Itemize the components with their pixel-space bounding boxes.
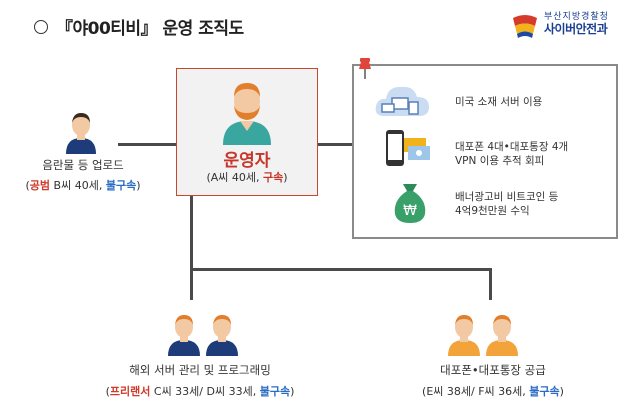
supply-team-status: 불구속 <box>529 385 560 398</box>
operator-person-icon <box>223 83 271 145</box>
info-item-phone: 대포폰 4대•대포통장 4개 VPN 이용 추적 회피 <box>455 140 568 168</box>
operator-detail-close: ) <box>283 171 288 184</box>
server-team-role: 프리랜서 <box>109 385 151 398</box>
uploader-close: ) <box>136 179 141 192</box>
money-bag-icon: ₩ <box>394 184 426 223</box>
server-team-detail: (프리랜서 C씨 33세/ D씨 33세, 불구속) <box>60 383 340 399</box>
connector-info <box>318 143 352 146</box>
circle-bullet-icon <box>34 19 48 34</box>
supply-team-open: (E씨 38세/ F씨 36세, <box>422 385 530 398</box>
uploader-label: 음란물 등 업로드 <box>42 158 124 172</box>
operator-detail: (A씨 40세, 구속) <box>177 169 317 185</box>
uploader-accomplice: 공범 <box>29 179 51 192</box>
supply-team-person-1-icon <box>448 315 480 356</box>
server-team-open: ( <box>105 385 110 398</box>
server-team-status: 불구속 <box>259 385 291 398</box>
logo-line2: 사이버안전과 <box>544 22 608 37</box>
supply-team-detail: (E씨 38세/ F씨 36세, 불구속) <box>383 383 603 399</box>
info-server-text: 미국 소재 서버 이용 <box>455 96 543 108</box>
connector-right-down <box>489 268 492 300</box>
svg-text:₩: ₩ <box>403 203 417 219</box>
supply-team-label: 대포폰•대포통장 공급 <box>440 363 546 377</box>
info-phone-line1: 대포폰 4대•대포통장 4개 <box>455 141 569 153</box>
info-money-line1: 배너광고비 비트코인 등 <box>455 191 559 203</box>
info-phone-line2: VPN 이용 추적 회피 <box>455 155 545 168</box>
operator-box: 운영자 (A씨 40세, 구속) <box>176 68 318 196</box>
uploader-open: ( <box>25 179 30 192</box>
connector-down <box>190 196 193 300</box>
uploader-person-icon <box>66 113 96 154</box>
pushpin-icon <box>359 58 371 79</box>
uploader-middle: B씨 40세, <box>50 179 106 192</box>
server-team-middle: C씨 33세/ D씨 33세, <box>150 385 260 398</box>
server-team-label: 해외 서버 관리 및 프로그래밍 <box>129 363 271 377</box>
page-title: 『야00티비』 운영 조직도 <box>56 19 244 39</box>
uploader-status: 불구속 <box>105 179 137 192</box>
operator-detail-open: (A씨 40세, <box>206 171 263 184</box>
phone-bank-icon <box>386 130 430 166</box>
server-team-person-2-icon <box>206 315 238 356</box>
info-item-money: 배너광고비 비트코인 등 4억9천만원 수익 <box>455 190 558 218</box>
supply-team-person-2-icon <box>486 315 518 356</box>
police-emblem-icon <box>513 15 537 38</box>
connector-uploader <box>118 143 176 146</box>
supply-team-close: ) <box>559 385 564 398</box>
operator-status: 구속 <box>263 171 284 184</box>
uploader-detail: (공범 B씨 40세, 불구속) <box>0 177 166 193</box>
logo-line1: 부산지방경찰청 <box>544 12 609 23</box>
info-item-server: 미국 소재 서버 이용 <box>455 95 542 109</box>
info-money-line2: 4억9천만원 수익 <box>455 205 530 218</box>
connector-horizontal <box>190 268 492 271</box>
page-title-row: 『야00티비』 운영 조직도 <box>34 14 244 39</box>
operator-role: 운영자 <box>223 151 271 171</box>
cloud-server-icon <box>375 86 429 116</box>
police-logo: 부산지방경찰청 사이버안전과 <box>510 10 609 40</box>
server-team-close: ) <box>290 385 295 398</box>
server-team-person-1-icon <box>168 315 200 356</box>
